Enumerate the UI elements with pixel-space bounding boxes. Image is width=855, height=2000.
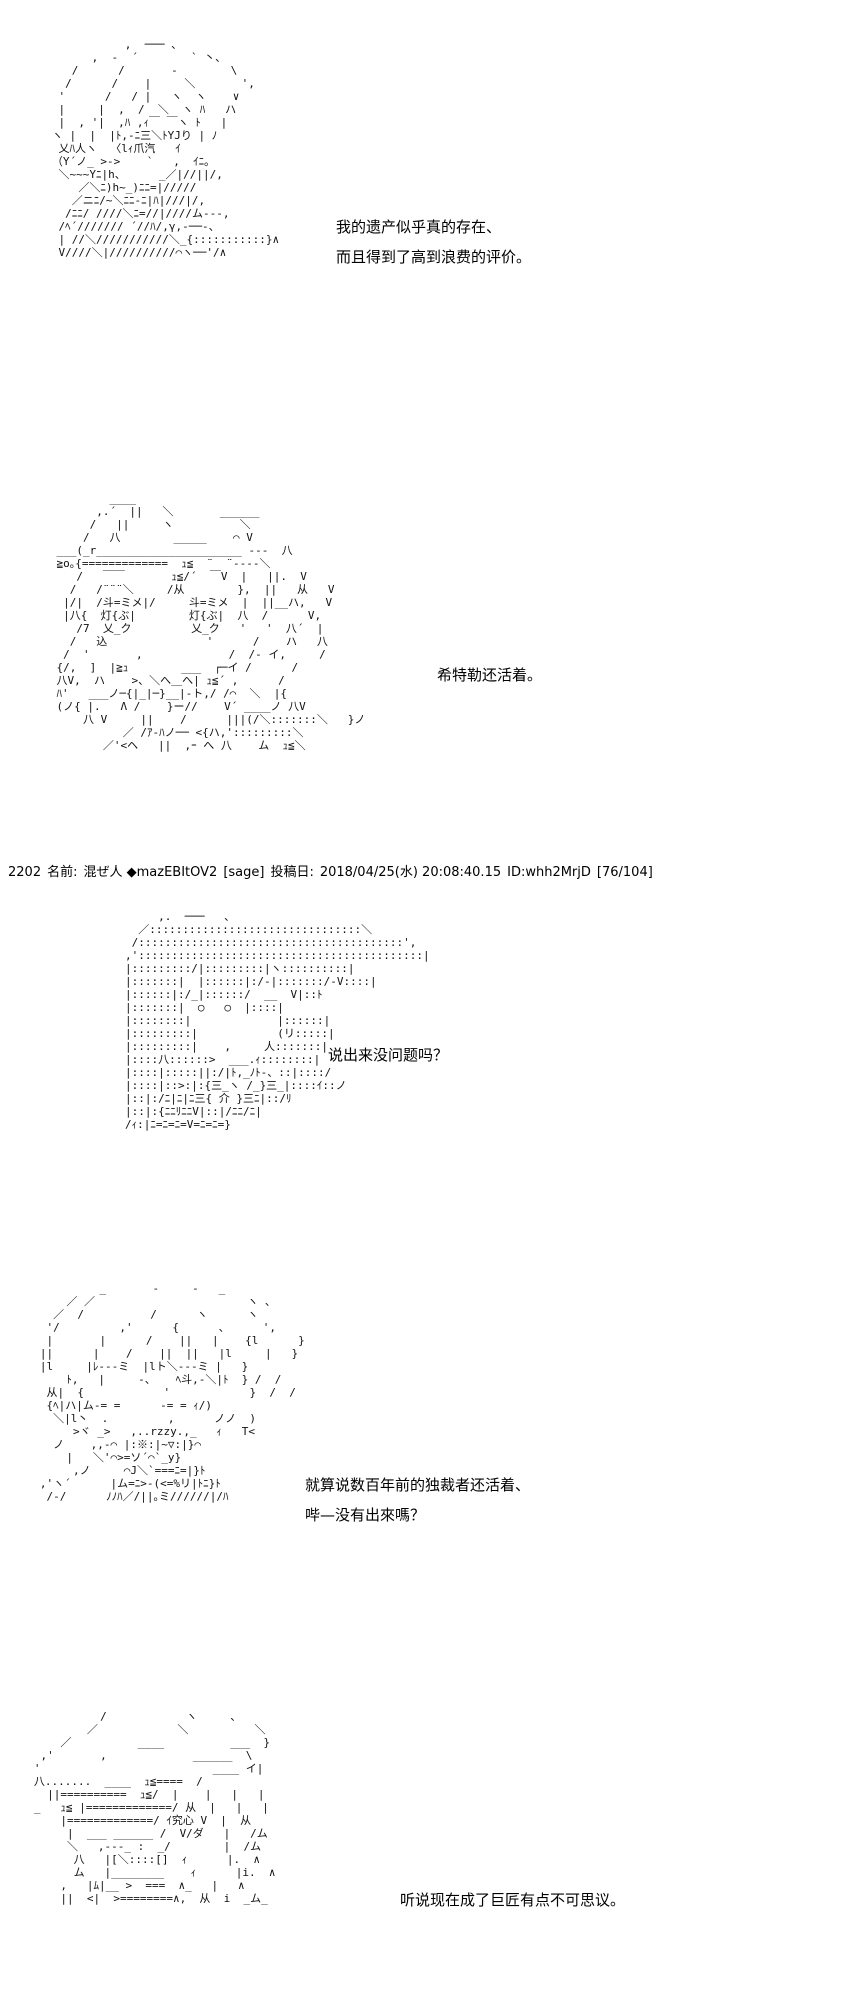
- panel-5: / ヽ 、 ／ ＼ ＼ ／ ____ ___ } ,' , ______ \ '…: [0, 1700, 855, 2000]
- dialog-2-line-1: 希特勒还活着。: [437, 666, 543, 684]
- dialog-4: 就算说数百年前的独裁者还活着、 哔—没有出來嗎？: [305, 1470, 530, 1530]
- dialog-5-line-1: 听说现在成了巨匠有点不可思议。: [400, 1891, 626, 1909]
- dialog-5: 听说现在成了巨匠有点不可思议。: [400, 1885, 625, 1915]
- dialog-4-line-2: 哔—没有出來嗎？: [305, 1506, 426, 1524]
- panel-4: _ - - _ ／ ／ ヽ 、 ／ / / ヽ ヽ '/ ,' { 、 ', |…: [0, 1270, 855, 1630]
- ascii-art-character-3: ,. ─── ､ ／::::::::::::::::::::::::::::::…: [124, 910, 430, 1131]
- dialog-1-line-1: 我的遗产似乎真的存在、: [336, 218, 502, 236]
- dialog-4-line-1: 就算说数百年前的独裁者还活着、: [305, 1476, 531, 1494]
- dialog-3: 说出来没问题吗？: [328, 1040, 448, 1070]
- post-id[interactable]: ID:whh2MrjD: [507, 865, 591, 880]
- post-date: 2018/04/25(水) 20:08:40.15: [319, 865, 502, 880]
- dialog-1: 我的遗产似乎真的存在、 而且得到了高到浪费的评价。: [336, 212, 531, 272]
- post-author[interactable]: 混ぜ人 ◆mazEBItOV2: [83, 865, 218, 880]
- post-number: 2202: [8, 865, 42, 880]
- panel-2: ____ ,.´ || ＼ ______ / || ヽ ＼ / 八 _____ …: [0, 480, 855, 850]
- ascii-art-character-5: / ヽ 、 ／ ＼ ＼ ／ ____ ___ } ,' , ______ \ '…: [33, 1710, 276, 1905]
- panel-3: ,. ─── ､ ／::::::::::::::::::::::::::::::…: [0, 900, 855, 1200]
- post-count: [76/104]: [596, 865, 653, 880]
- dialog-3-line-1: 说出来没问题吗？: [328, 1046, 449, 1064]
- ascii-art-character-4: _ - - _ ／ ／ ヽ 、 ／ / / ヽ ヽ '/ ,' { 、 ', |…: [39, 1282, 305, 1503]
- post-header: 2202 名前: 混ぜ人 ◆mazEBItOV2 [sage] 投稿日: 2018/04/…: [8, 864, 659, 882]
- post-date-label: 投稿日:: [270, 865, 314, 880]
- ascii-art-character-2: ____ ,.´ || ＼ ______ / || ヽ ＼ / 八 _____ …: [56, 492, 366, 752]
- dialog-1-line-2: 而且得到了高到浪费的评价。: [336, 248, 532, 266]
- post-mail: [sage]: [223, 865, 265, 880]
- dialog-2: 希特勒还活着。: [437, 660, 542, 690]
- panel-1: , ─── 、 , - ´ ` 丶、 / / - \ / / | ＼ ', ' …: [0, 0, 855, 400]
- post-name-label: 名前:: [47, 865, 78, 880]
- ascii-art-character-1: , ─── 、 , - ´ ` 丶、 / / - \ / / | ＼ ', ' …: [51, 38, 280, 259]
